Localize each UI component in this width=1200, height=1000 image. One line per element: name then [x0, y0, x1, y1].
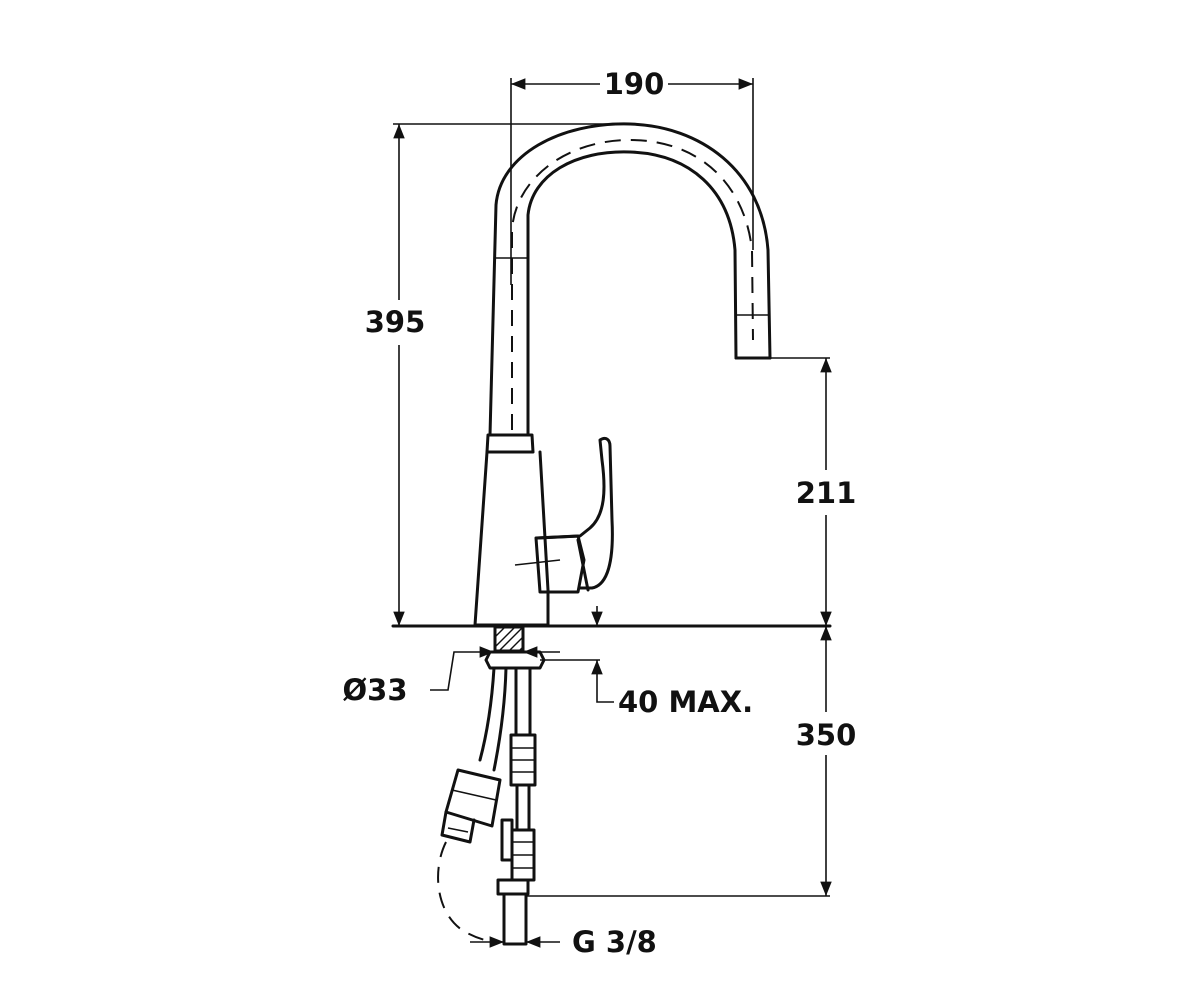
dimension-190: 190 — [510, 67, 754, 285]
dimension-40-max: 40 MAX. — [540, 606, 753, 719]
mounting-shank — [484, 625, 546, 670]
dim-label-190: 190 — [604, 67, 665, 101]
pullout-hose — [437, 666, 508, 943]
dimension-350: 350 — [526, 626, 857, 897]
dim-label-connection: G 3/8 — [572, 925, 657, 959]
dimension-395: 395 — [365, 123, 630, 626]
faucet-spout — [488, 122, 772, 437]
dimension-g-3-8: G 3/8 — [470, 925, 657, 959]
dim-label-211: 211 — [796, 476, 857, 510]
faucet-lever — [514, 436, 614, 594]
dim-label-diameter: Ø33 — [342, 673, 407, 707]
dim-label-395: 395 — [365, 305, 426, 339]
supply-hose — [496, 666, 537, 946]
dim-label-350: 350 — [796, 718, 857, 752]
dim-label-40-max: 40 MAX. — [618, 685, 753, 719]
faucet-body — [473, 433, 550, 627]
dimension-diameter-33: Ø33 — [342, 646, 560, 707]
dimension-211: 211 — [770, 357, 857, 626]
